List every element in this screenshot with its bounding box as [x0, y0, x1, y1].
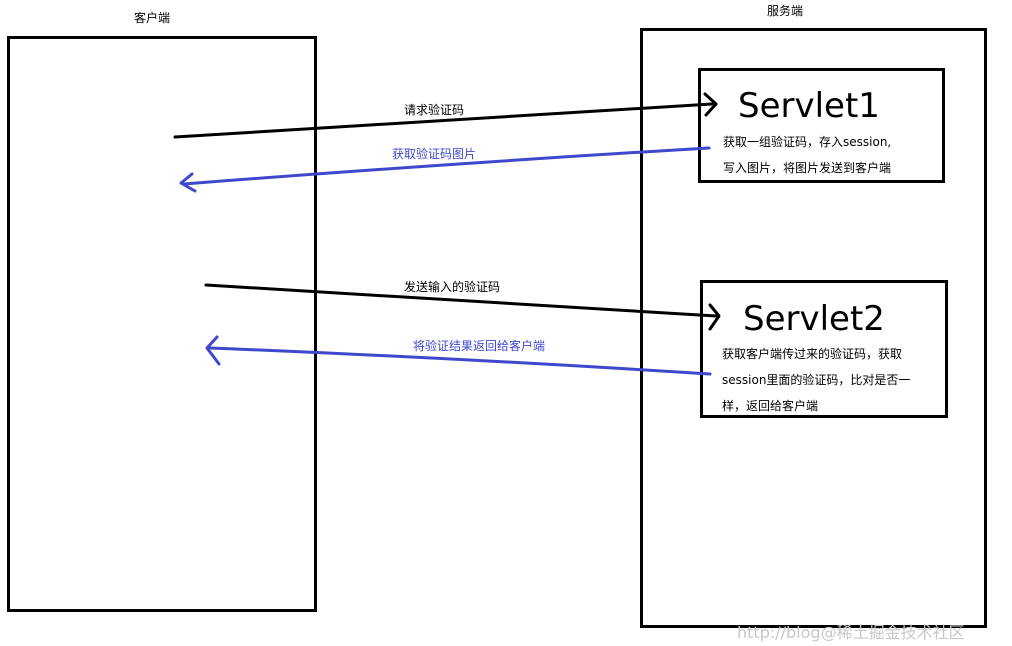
arrow-label-send-input: 发送输入的验证码: [404, 280, 501, 294]
servlet2-desc-line3: 样，返回给客户端: [722, 399, 819, 413]
servlet2-title: Servlet2: [743, 299, 885, 339]
servlet1-title: Servlet1: [738, 86, 880, 126]
arrow-send-input: [204, 283, 721, 331]
arrow-get-image: [179, 146, 711, 193]
client-box: [7, 36, 317, 612]
watermark: http://blog@稀土掘金技术社区: [737, 623, 965, 642]
servlet1-desc-line2: 写入图片，将图片发送到客户端: [723, 161, 892, 175]
client-label: 客户端: [134, 11, 171, 25]
server-box: [640, 28, 987, 628]
arrow-request-code: [173, 92, 718, 139]
servlet1-desc-line1: 获取一组验证码，存入session,: [723, 135, 892, 149]
servlet2-box: [700, 280, 948, 418]
arrow-return-result: [205, 335, 712, 376]
server-label: 服务端: [767, 4, 804, 18]
servlet2-desc-line1: 获取客户端传过来的验证码，获取: [722, 347, 903, 361]
servlet2-desc-line2: session里面的验证码，比对是否一: [722, 373, 911, 387]
arrow-label-return-result: 将验证结果返回给客户端: [413, 339, 546, 353]
servlet1-box: [698, 68, 945, 183]
arrow-label-get-image: 获取验证码图片: [392, 147, 477, 161]
arrow-label-request-code: 请求验证码: [404, 103, 465, 117]
